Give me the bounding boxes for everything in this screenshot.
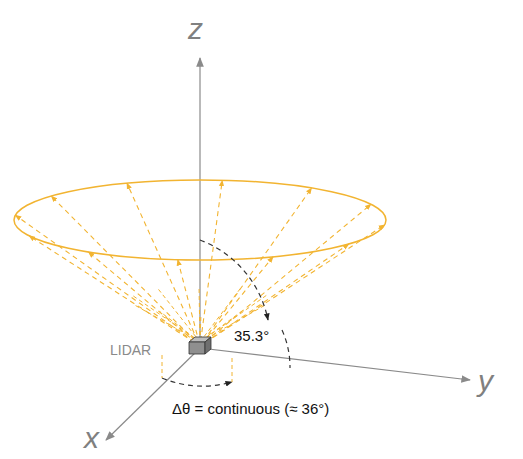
sensor-label: LIDAR xyxy=(110,343,151,358)
laser-rays xyxy=(15,180,384,343)
ray-projection xyxy=(162,355,163,378)
axis-label: y xyxy=(478,364,493,397)
axis-label: x xyxy=(84,421,99,454)
angle-label: Δθ = continuous (≈ 36°) xyxy=(170,401,331,418)
laser-ray xyxy=(134,305,200,342)
axis-label: z xyxy=(188,12,203,45)
laser-ray xyxy=(127,183,198,341)
laser-ray xyxy=(51,196,195,342)
laser-ray xyxy=(199,286,201,342)
laser-ray xyxy=(203,188,311,341)
ray-projection xyxy=(232,358,233,382)
laser-ray xyxy=(15,215,194,342)
angle-label: 35.3° xyxy=(232,328,271,345)
laser-ray xyxy=(158,289,200,342)
elevation-angle-arc xyxy=(200,240,268,320)
laser-ray xyxy=(133,296,200,342)
laser-ray xyxy=(206,225,385,343)
lidar-sensor xyxy=(189,337,211,354)
laser-ray xyxy=(204,244,348,343)
elevation-angle-arc xyxy=(282,330,290,368)
laser-ray xyxy=(88,252,196,343)
scan-circle xyxy=(14,180,386,260)
y-axis xyxy=(200,348,470,380)
z-axis xyxy=(199,58,200,348)
x-axis xyxy=(106,348,200,440)
laser-ray xyxy=(29,236,195,343)
azimuth-angle-arc xyxy=(162,378,232,386)
